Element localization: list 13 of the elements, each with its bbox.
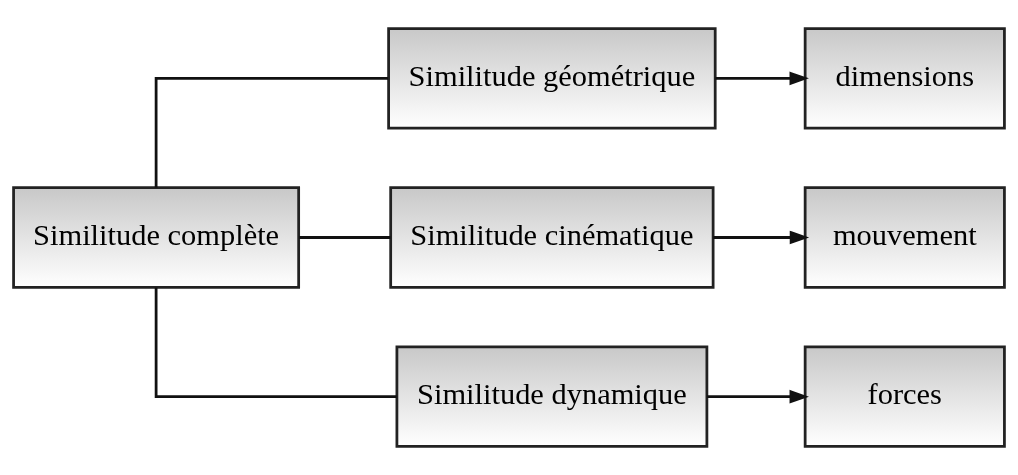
node-box: mouvement xyxy=(803,186,1006,289)
node-box: Similitude dynamique xyxy=(395,345,709,448)
node-box: dimensions xyxy=(803,27,1006,130)
connector xyxy=(154,76,389,188)
arrow xyxy=(707,389,809,404)
node-box: Similitude cinématique xyxy=(389,186,715,289)
connector xyxy=(154,287,397,399)
node-box: Similitude géométrique xyxy=(387,27,717,130)
node-box: Similitude complète xyxy=(12,186,301,289)
node-box: forces xyxy=(803,345,1006,448)
connector xyxy=(299,236,391,239)
arrow xyxy=(713,230,810,245)
arrow xyxy=(715,71,809,86)
